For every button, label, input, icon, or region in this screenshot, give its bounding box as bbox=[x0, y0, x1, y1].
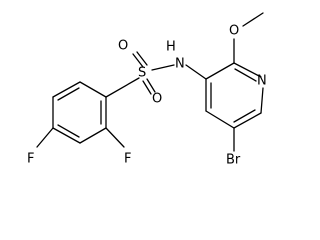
bond-pyridine-c2-n1 bbox=[233, 62, 262, 78]
bond-pyridine-c5-c4 bbox=[205, 110, 235, 129]
bond-benzene-c3-c4 bbox=[52, 127, 81, 144]
bond-benzene-c5-c6 bbox=[52, 81, 81, 98]
bond-c4-fluorine bbox=[36, 127, 54, 148]
bond-sulfur-oxygen-bottom-a bbox=[142, 80, 152, 95]
atom-oxygen-methoxy: O bbox=[229, 24, 239, 39]
atom-fluorine-para: F bbox=[27, 152, 34, 167]
bond-benzene-c3-c4-double bbox=[57, 124, 80, 138]
bond-methoxy-oxygen-methyl bbox=[242, 12, 264, 27]
atom-sulfur: S bbox=[138, 66, 146, 81]
bond-sulfur-oxygen-top-a bbox=[132, 53, 144, 68]
bond-c2-fluorine bbox=[105, 127, 125, 148]
bond-pyridine-c3-c2 bbox=[205, 62, 235, 80]
bond-layer bbox=[36, 12, 264, 152]
atom-oxygen-sulfonyl-top: O bbox=[118, 39, 128, 54]
bond-pyridine-c6-c5 bbox=[233, 112, 262, 129]
bond-sulfur-oxygen-top-b bbox=[136, 51, 148, 66]
bond-benzene-c5-c6-double bbox=[57, 87, 80, 101]
bond-pyridine-n1-c6 bbox=[260, 87, 264, 114]
bond-pyridine-c2-n1-double bbox=[234, 68, 257, 82]
bond-nitrogen-pyridine bbox=[185, 64, 207, 80]
chemical-structure-diagram: S O O N H O N Br F F bbox=[27, 12, 267, 168]
bond-pyridine-c6-c5-double bbox=[233, 109, 256, 123]
atom-bromine: Br bbox=[226, 153, 241, 168]
bond-sulfur-oxygen-bottom-b bbox=[146, 78, 156, 93]
atom-label-layer: S O O N H O N Br F F bbox=[27, 24, 267, 168]
atom-hydrogen-amide: H bbox=[166, 40, 176, 55]
atom-oxygen-sulfonyl-bottom: O bbox=[152, 92, 162, 107]
atom-nitrogen-amide: N bbox=[175, 57, 185, 72]
atom-fluorine-ortho: F bbox=[124, 152, 131, 167]
bond-benzene-c6-c1 bbox=[79, 81, 107, 98]
bond-sulfur-nitrogen bbox=[151, 64, 175, 71]
atom-nitrogen-pyridine: N bbox=[257, 74, 267, 89]
bond-c1-sulfur bbox=[105, 77, 140, 98]
bond-benzene-c2-c3 bbox=[79, 127, 107, 144]
